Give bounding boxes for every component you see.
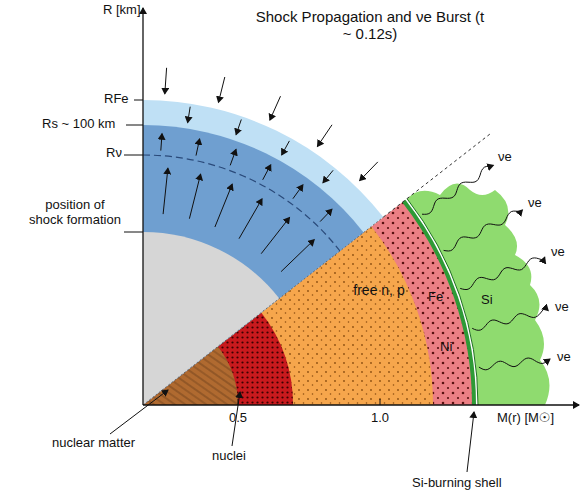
diagram-label: RFe [104, 92, 129, 107]
illustration-part [124, 155, 143, 156]
diagram-label: free n, p [352, 282, 406, 298]
illustration-part [124, 232, 143, 233]
diagram-label: Ni [440, 340, 452, 355]
flow-arrow [236, 120, 241, 135]
shock-formation-core [143, 232, 279, 405]
flow-arrow [323, 170, 333, 182]
diagram-label: M(r) [M☉] [497, 411, 554, 426]
flow-arrow [239, 199, 262, 239]
flow-arrow [188, 107, 191, 123]
diagram-label: Si-burning shell [412, 476, 502, 491]
flow-arrow [282, 141, 290, 155]
neutrino-ray [460, 257, 545, 289]
illustration-part [143, 217, 383, 405]
diagram-label: 1.0 [371, 411, 389, 426]
flow-arrow [261, 218, 289, 254]
dotted-divider [383, 134, 490, 217]
flow-arrow [196, 139, 200, 156]
neutrino-label: νe [498, 150, 512, 165]
flow-arrow [263, 165, 271, 180]
diagram-title: Shock Propagation and νe Burst (t ~ 0.12… [252, 8, 488, 43]
diagram-label: Rν [106, 146, 122, 161]
neutrino-rays [422, 165, 550, 369]
neutrino-ray [479, 358, 550, 370]
diagram-label: 0.5 [229, 411, 247, 426]
r-axis [142, 8, 143, 405]
neutrino-ray [472, 308, 548, 330]
flow-arrow [215, 184, 232, 227]
flow-arrows [161, 68, 378, 272]
flow-arrow [165, 68, 167, 94]
illustration-part [134, 100, 143, 101]
flow-arrow [281, 240, 314, 272]
neutrinosphere [143, 155, 340, 251]
m-axis [143, 404, 579, 405]
neutrino-label: νe [551, 245, 565, 260]
flow-arrow [163, 168, 168, 214]
diagram-label: R [km] [103, 3, 141, 18]
flow-arrow [219, 77, 225, 102]
diagram-label: Si [481, 293, 493, 308]
diagram-label: Rs ~ 100 km [42, 117, 115, 132]
neutrino-label: νe [557, 350, 571, 365]
flow-arrow [161, 134, 162, 151]
leader-line [110, 390, 168, 434]
flow-arrow [270, 96, 281, 120]
diagram-label: nuclear matter [52, 436, 135, 451]
neutrino-label: νe [528, 196, 542, 211]
diagram-label: nuclei [212, 449, 246, 464]
illustration-part [126, 125, 143, 126]
flow-arrow [320, 209, 332, 221]
diagram-label: position of shock formation [28, 198, 122, 228]
neutrino-ray [422, 165, 493, 214]
flow-arrow [360, 162, 378, 181]
flow-arrow [293, 185, 303, 199]
neutrino-label: νe [555, 300, 569, 315]
leader-line [467, 412, 474, 472]
illustration-part [380, 399, 381, 405]
flow-arrow [189, 174, 200, 219]
infalling-layer [143, 100, 383, 405]
flow-arrow [230, 149, 236, 165]
neutrino-ray [444, 210, 523, 251]
diagram-label: Fe [428, 290, 443, 305]
shocked-layer [143, 125, 364, 405]
flow-arrow [318, 125, 333, 147]
